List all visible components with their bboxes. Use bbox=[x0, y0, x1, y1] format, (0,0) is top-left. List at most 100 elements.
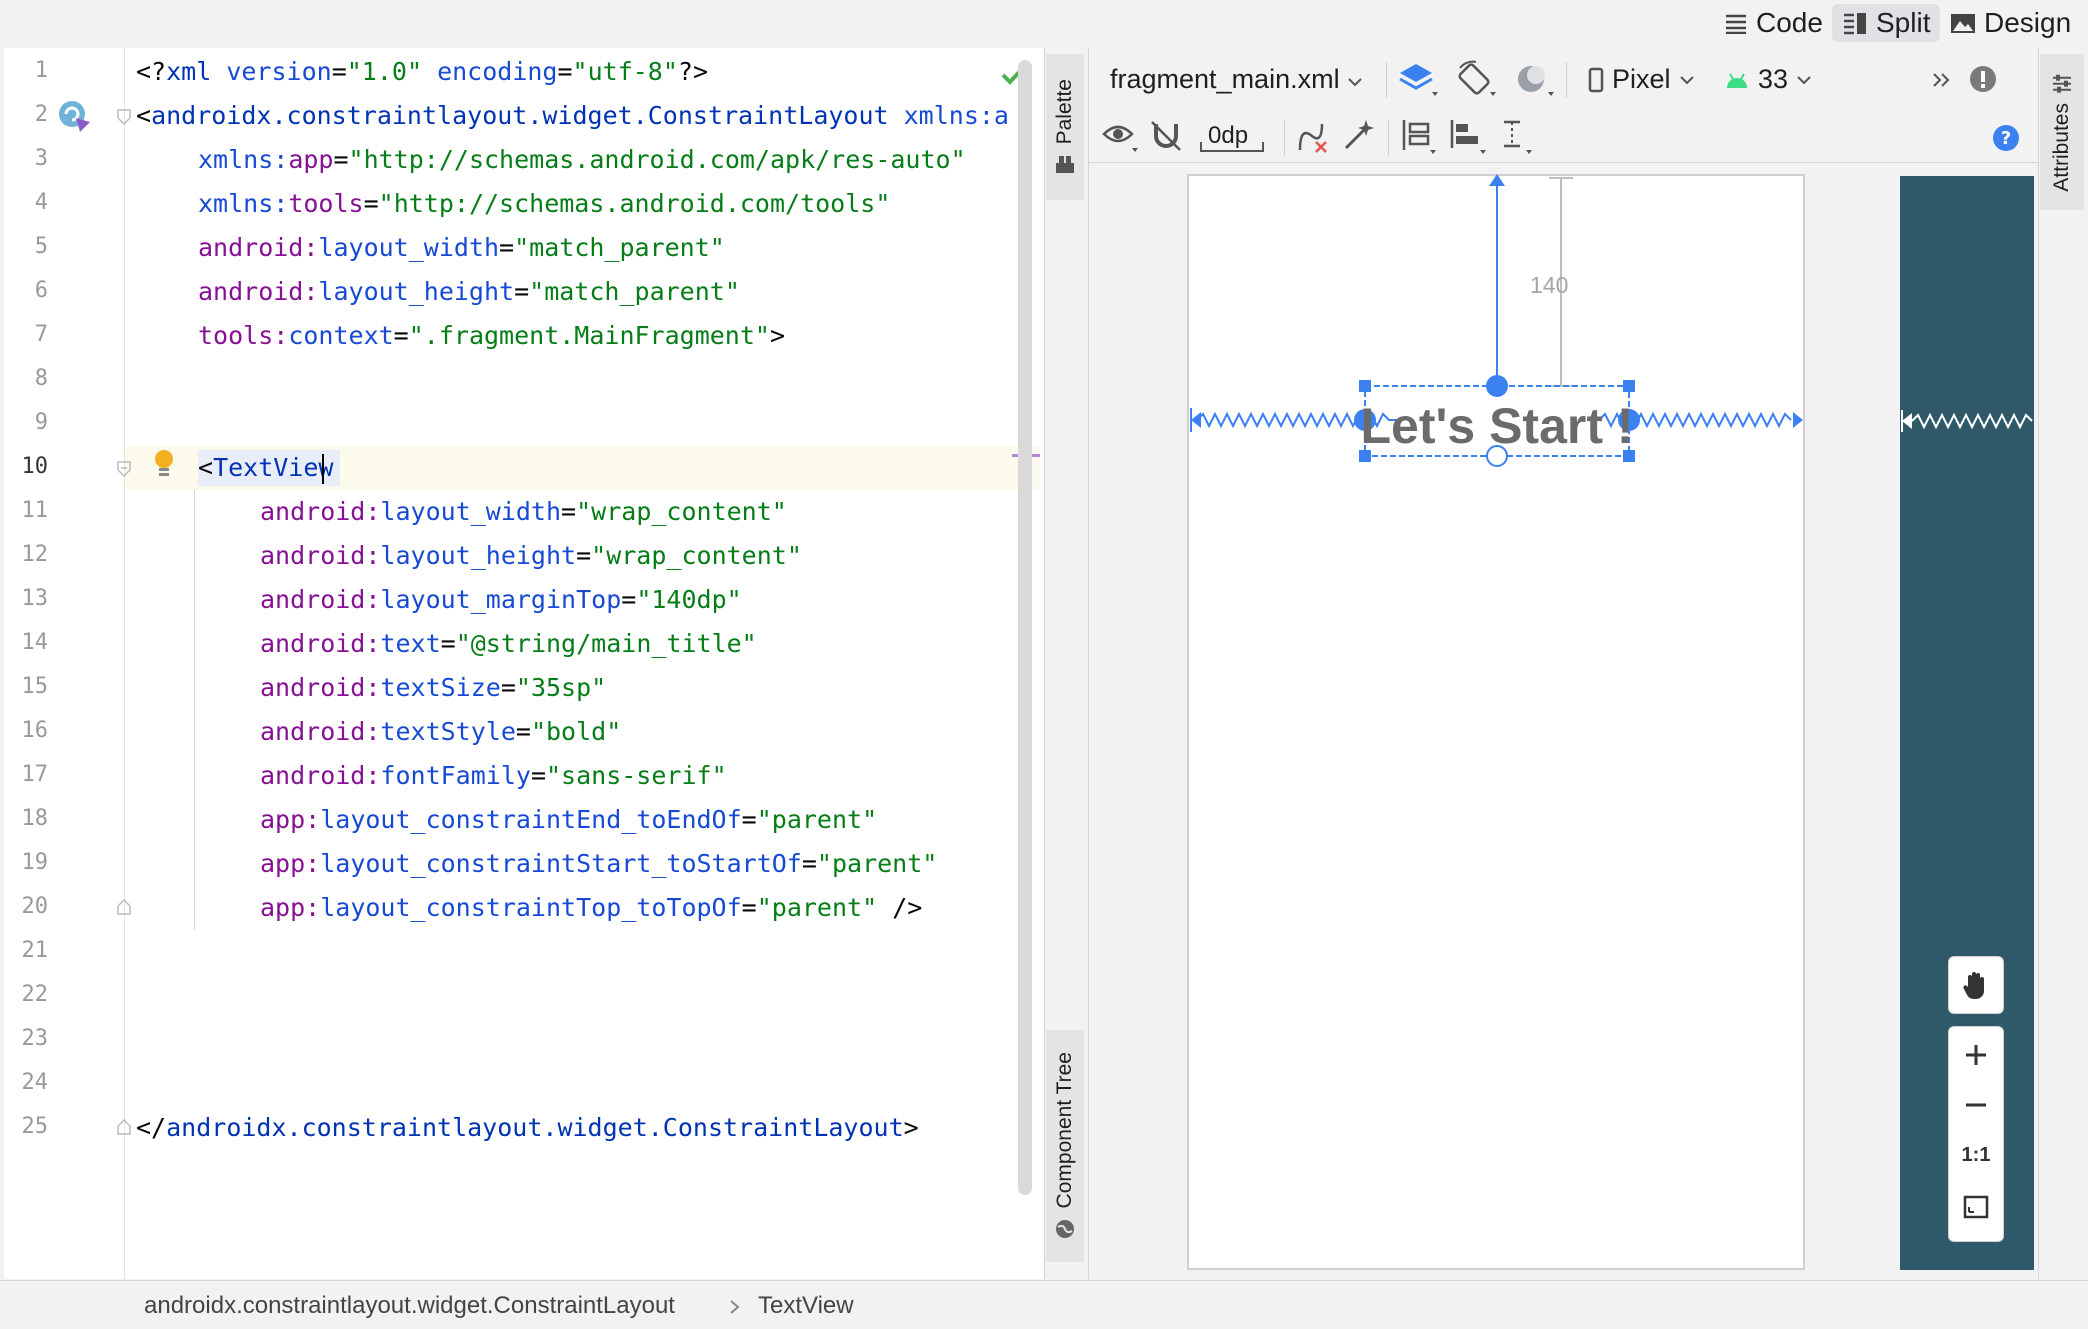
line-number: 6 bbox=[34, 278, 48, 303]
margin-dimension-label: 140 bbox=[1530, 272, 1569, 298]
chevron-down-icon bbox=[1797, 75, 1811, 84]
preview-textview[interactable]: Let's Start ! bbox=[1360, 396, 1633, 456]
view-mode-bar: Code Split Design bbox=[0, 0, 2088, 46]
line-number: 14 bbox=[21, 630, 49, 655]
line-number: 10 bbox=[21, 454, 49, 479]
device-selector[interactable]: Pixel bbox=[1588, 64, 1695, 95]
split-mode-button[interactable]: Split bbox=[1832, 4, 1941, 42]
chevron-down-icon bbox=[1348, 78, 1362, 87]
pack-icon[interactable] bbox=[1400, 118, 1438, 156]
attributes-tab[interactable]: Attributes bbox=[2040, 54, 2084, 210]
pan-button[interactable] bbox=[1948, 956, 2004, 1014]
minus-icon bbox=[1966, 1103, 1986, 1107]
api-level-selector[interactable]: 33 bbox=[1724, 64, 1812, 95]
breadcrumb-bar bbox=[0, 1280, 2088, 1329]
fold-end-marker-icon[interactable] bbox=[116, 898, 132, 916]
align-icon[interactable] bbox=[1448, 118, 1488, 156]
design-mode-label: Design bbox=[1984, 7, 2072, 38]
line-number: 1 bbox=[34, 58, 48, 83]
guidelines-icon[interactable] bbox=[1498, 118, 1536, 156]
line-number: 25 bbox=[21, 1114, 49, 1139]
design-toolbar-secondary: 0dp ? bbox=[1088, 112, 2038, 163]
fold-marker-icon[interactable] bbox=[116, 460, 132, 478]
component-tree-tab[interactable]: Component Tree bbox=[1046, 1030, 1084, 1262]
palette-tab[interactable]: Palette bbox=[1046, 54, 1084, 200]
code-line-20: app:layout_constraintTop_toTopOf="parent… bbox=[260, 893, 923, 922]
line-number: 7 bbox=[34, 322, 48, 347]
layers-icon[interactable] bbox=[1398, 62, 1440, 100]
more-actions-icon[interactable] bbox=[1930, 70, 1954, 90]
separator bbox=[1566, 62, 1567, 98]
line-number: 18 bbox=[21, 806, 49, 831]
zoom-actual-size-button[interactable]: 1:1 bbox=[1961, 1143, 1991, 1166]
code-line-2: <androidx.constraintlayout.widget.Constr… bbox=[136, 101, 1009, 130]
line-number: 20 bbox=[21, 894, 49, 919]
lightbulb-icon[interactable] bbox=[152, 448, 176, 480]
code-editor[interactable] bbox=[4, 48, 1045, 1279]
phone-icon bbox=[1588, 67, 1604, 92]
zoom-to-fit-button[interactable] bbox=[1949, 1185, 2003, 1229]
line-number: 16 bbox=[21, 718, 49, 743]
tag-match-highlight bbox=[198, 450, 340, 486]
fit-screen-icon bbox=[1963, 1195, 1989, 1219]
code-line-17: android:fontFamily="sans-serif" bbox=[260, 761, 727, 790]
code-line-1: <?xml version="1.0" encoding="utf-8"?> bbox=[136, 57, 709, 86]
sliders-icon bbox=[2053, 74, 2071, 93]
attributes-strip bbox=[2038, 48, 2088, 1279]
code-line-4: xmlns:tools="http://schemas.android.com/… bbox=[198, 189, 891, 218]
android-icon bbox=[1727, 72, 1747, 88]
line-number: 13 bbox=[21, 586, 49, 611]
magnet-off-icon[interactable] bbox=[1150, 120, 1184, 154]
code-line-3: xmlns:app="http://schemas.android.com/ap… bbox=[198, 145, 966, 174]
clear-constraints-icon[interactable] bbox=[1294, 120, 1330, 154]
preview-text: Let's Start ! bbox=[1360, 398, 1634, 454]
file-name: fragment_main.xml bbox=[1110, 64, 1340, 94]
attributes-tab-label: Attributes bbox=[2050, 102, 2073, 192]
constraint-overlay bbox=[1190, 174, 1803, 467]
breadcrumb-item-constraintlayout[interactable]: androidx.constraintlayout.widget.Constra… bbox=[144, 1292, 675, 1319]
code-line-18: app:layout_constraintEnd_toEndOf="parent… bbox=[260, 805, 878, 834]
api-level: 33 bbox=[1758, 64, 1789, 94]
layout-preview-icon[interactable] bbox=[58, 100, 92, 134]
zoom-in-button[interactable] bbox=[1949, 1033, 2003, 1073]
globe-icon bbox=[1056, 1220, 1074, 1239]
code-line-16: android:textStyle="bold" bbox=[260, 717, 622, 746]
line-number: 3 bbox=[34, 146, 48, 171]
breadcrumb-item-textview[interactable]: TextView bbox=[758, 1292, 854, 1319]
svg-text:?: ? bbox=[2001, 128, 2011, 149]
rotate-device-icon[interactable] bbox=[1456, 60, 1498, 100]
palette-icon bbox=[1056, 155, 1074, 173]
indent-guide bbox=[194, 490, 195, 930]
magic-wand-icon[interactable] bbox=[1342, 118, 1376, 152]
fold-marker-icon[interactable] bbox=[116, 108, 132, 126]
code-line-6: android:layout_height="match_parent" bbox=[198, 277, 740, 306]
editor-scrollbar[interactable] bbox=[1018, 60, 1032, 1195]
theme-night-icon[interactable] bbox=[1514, 62, 1556, 100]
line-number: 17 bbox=[21, 762, 49, 787]
default-margin-selector[interactable]: 0dp bbox=[1194, 118, 1270, 156]
line-number: 11 bbox=[21, 498, 49, 523]
line-number: 23 bbox=[21, 1026, 49, 1051]
design-mode-button[interactable]: Design bbox=[1940, 4, 2081, 42]
line-number: 15 bbox=[21, 674, 49, 699]
line-number: 22 bbox=[21, 982, 49, 1007]
warning-icon[interactable] bbox=[1968, 64, 1998, 94]
list-lines-icon bbox=[1726, 14, 1746, 34]
file-selector[interactable]: fragment_main.xml bbox=[1110, 64, 1363, 95]
line-number: 8 bbox=[34, 366, 48, 391]
fold-end-marker-icon[interactable] bbox=[116, 1118, 132, 1136]
chevron-right-icon bbox=[730, 1300, 740, 1314]
component-tree-tab-label: Component Tree bbox=[1053, 1051, 1076, 1209]
eye-icon[interactable] bbox=[1102, 120, 1140, 154]
separator bbox=[1388, 120, 1389, 156]
help-icon[interactable]: ? bbox=[1992, 124, 2020, 152]
zoom-out-button[interactable] bbox=[1949, 1085, 2003, 1125]
line-number: 19 bbox=[21, 850, 49, 875]
default-margin-value: 0dp bbox=[1208, 122, 1249, 149]
code-line-10: <TextView bbox=[198, 453, 334, 482]
plus-icon bbox=[1966, 1045, 1986, 1065]
code-line-7: tools:context=".fragment.MainFragment"> bbox=[198, 321, 786, 350]
code-mode-button[interactable]: Code bbox=[1714, 4, 1833, 42]
code-line-5: android:layout_width="match_parent" bbox=[198, 233, 725, 262]
